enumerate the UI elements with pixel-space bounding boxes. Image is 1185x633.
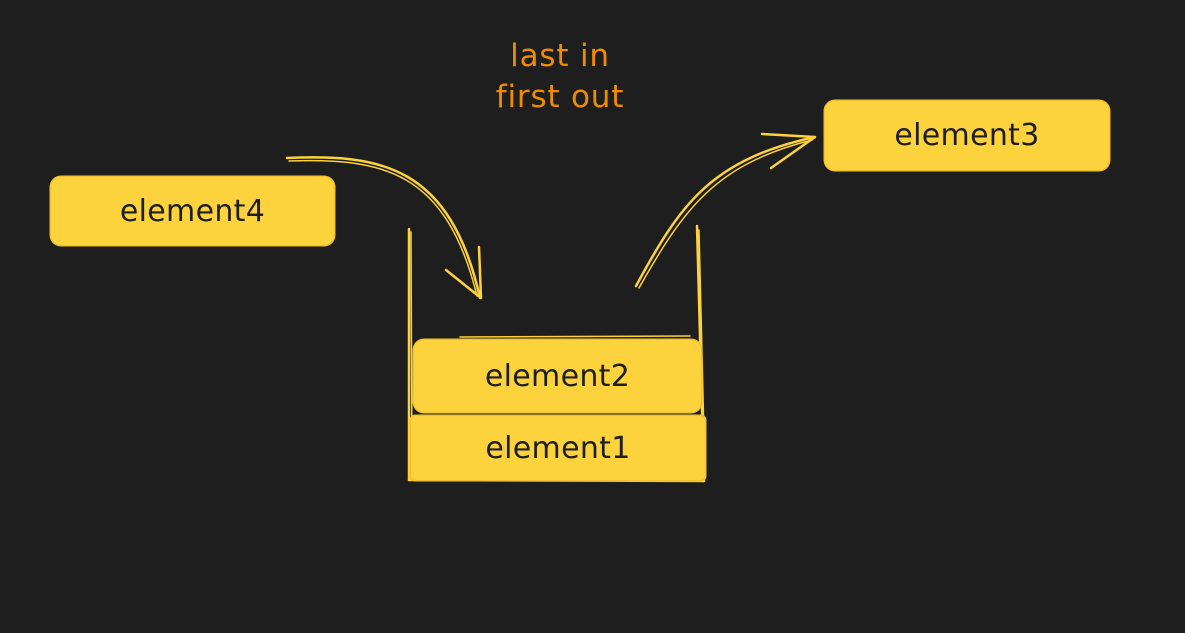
element2-label: element2 [484,358,631,394]
element4-node: element4 [51,177,334,245]
lifo-note: last in first out [460,36,660,118]
element3-node: element3 [825,101,1109,170]
element1-node: element1 [411,416,705,480]
element2-node: element2 [414,340,701,412]
element3-label: element3 [894,118,1040,153]
push-arrow [285,156,483,300]
pop-arrow [634,132,817,289]
note-line-2: first out [495,79,625,115]
note-line-1: last in [510,38,610,74]
element1-label: element1 [485,430,631,466]
element4-label: element4 [119,193,266,229]
